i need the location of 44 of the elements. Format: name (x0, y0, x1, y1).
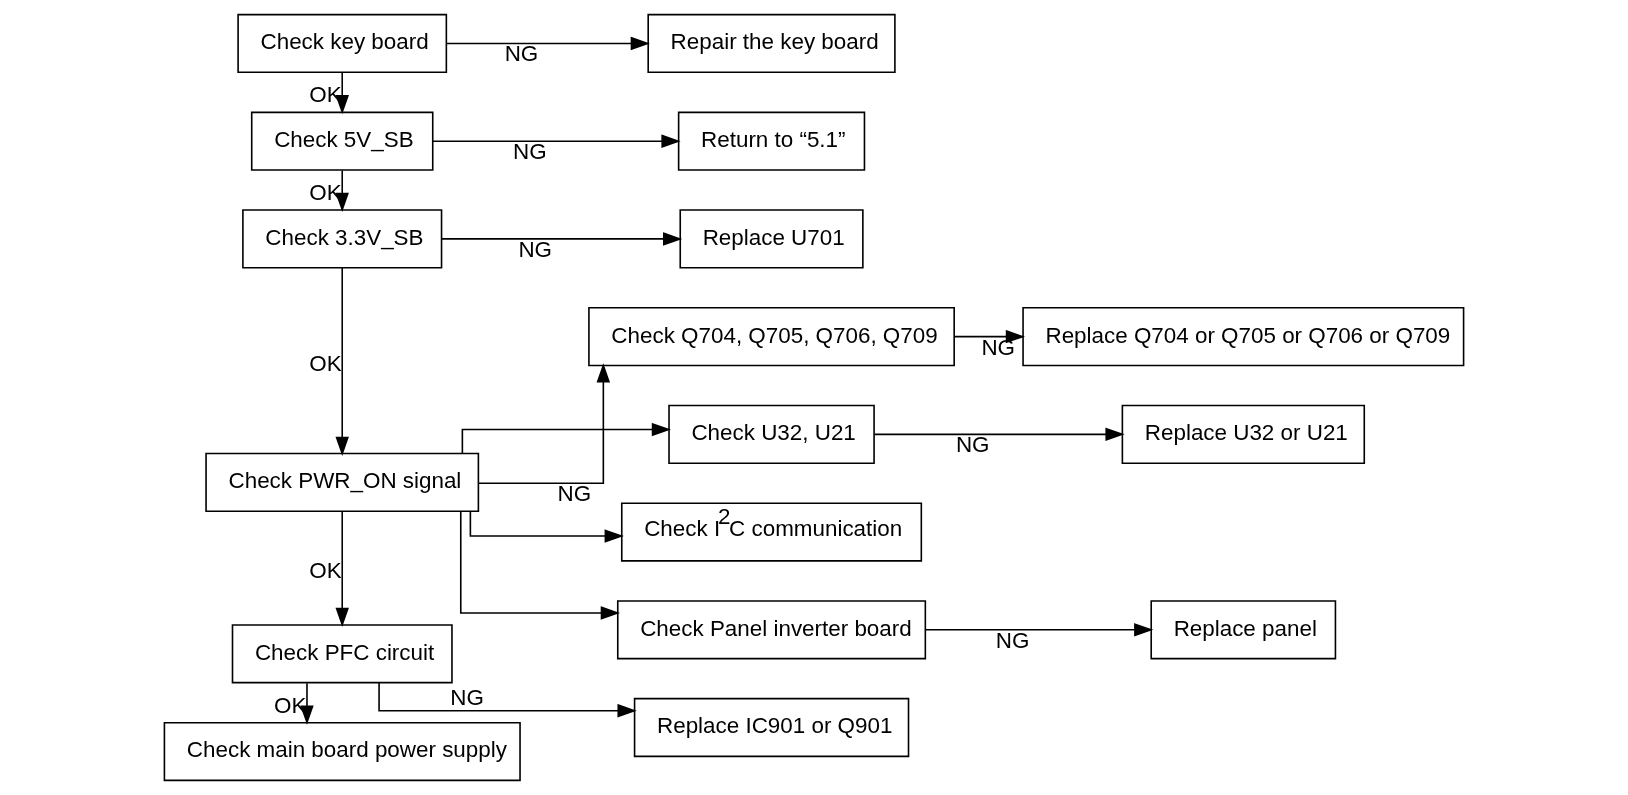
arrow (335, 510, 349, 627)
edge-label: OK (309, 180, 342, 205)
arrow (461, 422, 671, 455)
edge-label: NG (995, 627, 1030, 653)
arrow (873, 427, 1125, 442)
edge-label: NG (518, 236, 552, 262)
node-box: Check key board (237, 13, 448, 74)
node-box: Check PWR_ON signal (205, 452, 480, 513)
edge-label: NG (513, 139, 547, 165)
arrow (924, 623, 1154, 637)
node-box: Replace Q704 or Q705 or Q706 or Q709 (1022, 307, 1465, 367)
edge-label: OK (309, 350, 342, 376)
node-box: Replace U701 (679, 209, 864, 269)
node-box: Repair the key board (647, 13, 896, 74)
node-box: Check Panel inverter board (616, 600, 927, 660)
edge-label: OK (273, 692, 307, 718)
node-box: Check Q704, Q705, Q706, Q709 (588, 307, 955, 367)
arrow (335, 72, 349, 115)
arrow (445, 36, 650, 51)
edge-label: NG (504, 41, 539, 67)
arrow (335, 267, 349, 456)
node-box: Replace panel (1150, 600, 1337, 660)
arrow (441, 232, 683, 246)
edge-label: NG (450, 684, 484, 710)
edge-label: NG (981, 334, 1016, 360)
node-box: Check main board power supply (163, 721, 521, 782)
arrow (300, 682, 314, 725)
node-box: Replace U32 or U21 (1121, 404, 1366, 464)
node-box: Check U32, U21 (668, 404, 875, 464)
node-box: Replace IC901 or Q901 (633, 697, 910, 758)
node-box: Check PFC circuit (231, 624, 453, 684)
arrow (478, 363, 611, 484)
arrow (953, 329, 1025, 344)
arrow (431, 134, 681, 148)
node-box: Check 5V_SB (250, 111, 434, 171)
arrow (459, 510, 620, 620)
edge-label: NG (557, 481, 592, 507)
edge-label: OK (309, 82, 342, 108)
node-box: Check 3.3V_SB (242, 209, 443, 269)
edge-label: OK (309, 557, 342, 583)
edge-label: NG (955, 432, 990, 458)
arrow (469, 510, 624, 543)
node-box: Return to “5.1” (677, 111, 866, 171)
arrow (378, 682, 637, 718)
